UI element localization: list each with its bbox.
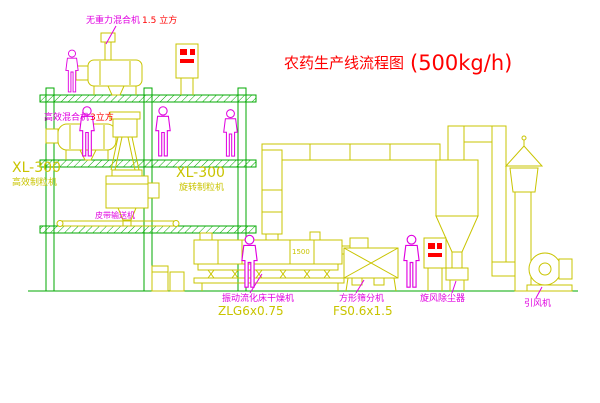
floor-slab-middle: [39, 159, 257, 168]
gravity-mixer-machine: [75, 32, 143, 96]
dryer-name-label: 振动流化床干燥机: [222, 292, 294, 304]
granulator-right-name-label: 旋转制粒机: [179, 181, 224, 193]
belt-conveyor-machine: [56, 220, 180, 227]
granulator-feed-hopper: [109, 111, 141, 171]
cyclone-label: 旋风除尘器: [420, 292, 465, 304]
square-sifter-machine: [343, 237, 399, 292]
fluid-bed-dryer-machine: [193, 227, 353, 291]
floor-slab-top: [39, 94, 257, 103]
cabinet-button: [428, 243, 435, 249]
dimension-label: 1500: [292, 248, 310, 256]
fan-motor: [558, 258, 573, 280]
control-cabinet-2: [423, 237, 447, 291]
cabinet-button: [437, 243, 442, 249]
cabinet-display: [180, 59, 194, 63]
cabinet-button: [180, 49, 187, 55]
control-cabinet-1: [175, 43, 199, 95]
worker-figure-4: [223, 109, 238, 157]
sifter-name-label: 方形筛分机: [339, 292, 384, 304]
down-pipe: [491, 125, 507, 277]
cabinet-button: [190, 49, 195, 55]
induced-draft-fan-machine: [526, 252, 573, 292]
diagram-title-capacity: (500kg/h): [410, 51, 512, 75]
cyclone-separator-machine: [435, 125, 535, 291]
leader-lines: [105, 25, 543, 299]
fan-label: 引风机: [524, 297, 551, 309]
belt-conveyor-label: 皮带输送机: [95, 210, 135, 220]
dryer-model-label: ZLG6x0.75: [218, 304, 284, 318]
exhaust-duct: [261, 143, 441, 235]
sifter-model-label: FS0.6x1.5: [333, 304, 393, 318]
worker-figure-6: [403, 234, 420, 288]
efficient-mixer-label: 高效混合机3立方: [44, 111, 114, 123]
worker-figure-3: [155, 106, 171, 157]
cabinet-display: [428, 253, 442, 257]
floor-slab-platform: [39, 225, 257, 234]
material-bins: [151, 265, 185, 292]
granulator-right-model-label: XL-300: [176, 165, 225, 181]
exhaust-stack: [504, 135, 544, 292]
rotary-granulator-machine: [105, 169, 160, 227]
granulator-left-name-label: 高效制粒机: [12, 176, 57, 188]
diagram-title: 农药生产线流程图: [284, 54, 404, 72]
granulator-left-model-label: XL-300: [12, 160, 61, 176]
